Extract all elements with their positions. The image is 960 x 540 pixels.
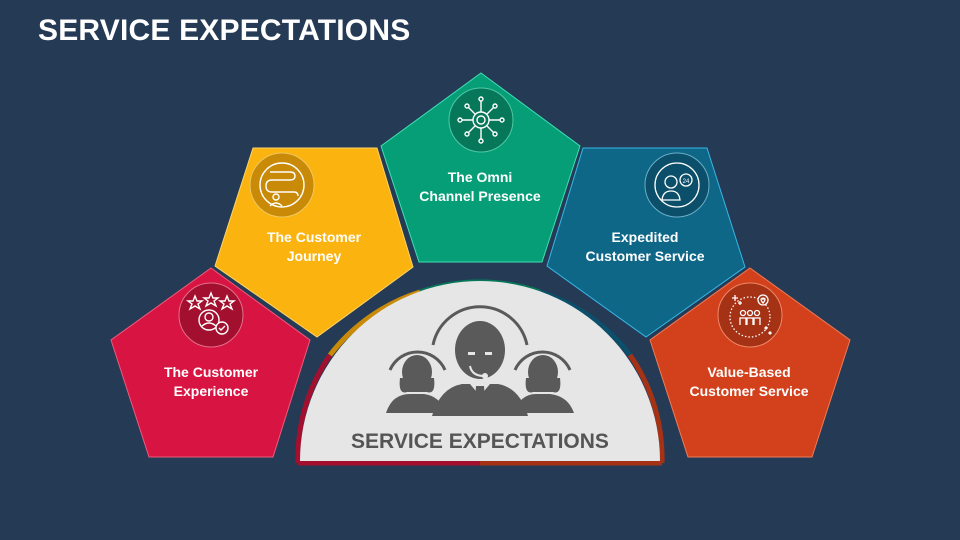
star-rating-user-check-icon — [178, 282, 244, 348]
label-line-2: Customer Service — [585, 248, 705, 264]
slide-title: SERVICE EXPECTATIONS — [38, 14, 411, 47]
label-value-based-service: Value-Based Customer Service — [659, 363, 839, 401]
customer-service-team-icon — [386, 305, 574, 416]
label-line-1: Value-Based — [707, 364, 791, 380]
team-heart-value-icon — [717, 282, 783, 348]
pentagon-omni-channel[interactable] — [380, 72, 581, 263]
label-line-2: Journey — [286, 248, 342, 264]
label-omni-channel: The Omni Channel Presence — [390, 168, 570, 206]
label-line-1: Expedited — [611, 229, 679, 245]
customer-journey-path-icon — [249, 152, 315, 218]
center-label: SERVICE EXPECTATIONS — [351, 430, 609, 453]
label-line-2: Experience — [173, 383, 249, 399]
omnichannel-network-icon — [448, 87, 514, 153]
agent-24-hours-icon: 24 — [644, 152, 710, 218]
label-line-1: The Omni — [447, 169, 513, 185]
label-line-1: The Customer — [266, 229, 362, 245]
label-line-2: Channel Presence — [419, 188, 541, 204]
label-line-1: The Customer — [163, 364, 259, 380]
label-expedited-service: Expedited Customer Service — [555, 228, 735, 266]
svg-text:24: 24 — [683, 179, 690, 185]
label-line-2: Customer Service — [689, 383, 809, 399]
label-customer-journey: The Customer Journey — [224, 228, 404, 266]
pentagon-value-based-service[interactable] — [649, 267, 851, 458]
pentagon-customer-experience[interactable] — [110, 267, 311, 458]
label-customer-experience: The Customer Experience — [121, 363, 301, 401]
